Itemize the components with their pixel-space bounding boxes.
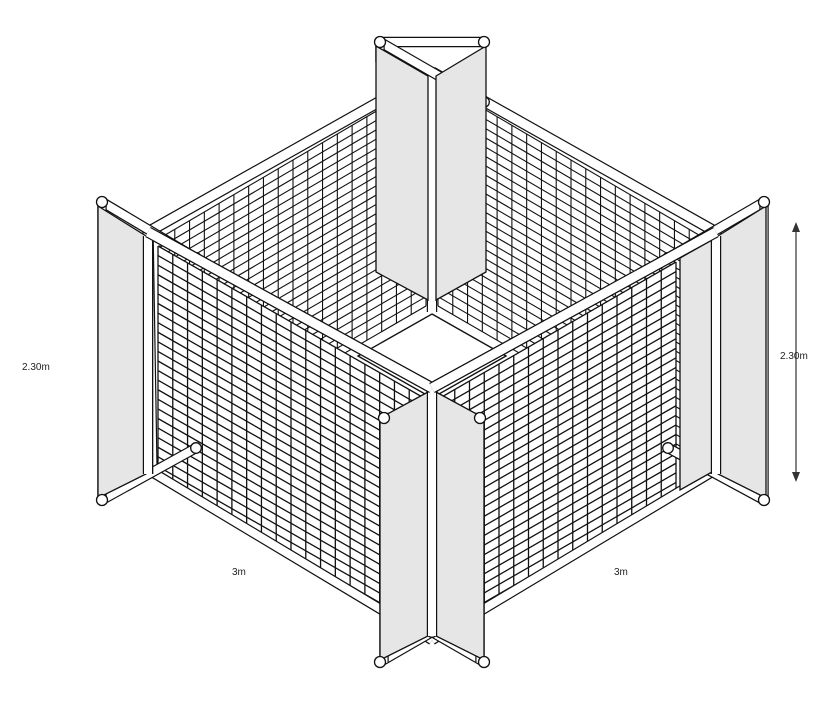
mesh-wire-horizontal <box>157 245 425 399</box>
arrow-up-icon <box>792 222 800 232</box>
mesh-wire-horizontal <box>157 283 425 437</box>
panel-front-left <box>379 390 429 662</box>
tube-end-cap <box>377 411 391 425</box>
top-rail-fr-top-body <box>429 228 719 392</box>
front-posts-overlay <box>95 35 771 669</box>
tube-end-cap <box>473 411 487 425</box>
tube-end-cap <box>373 35 387 49</box>
mesh-wire-horizontal <box>157 264 425 418</box>
panel-left <box>97 204 147 500</box>
mesh-wire-horizontal <box>439 261 677 399</box>
tube-end-cap <box>662 442 674 454</box>
corner-panels <box>97 44 767 662</box>
mesh-wire-horizontal <box>157 274 425 428</box>
right-inner-panel <box>679 238 713 492</box>
panel-back-left <box>375 44 429 302</box>
panel-right <box>717 204 767 500</box>
mesh-wire-horizontal <box>439 280 677 418</box>
tube-end-cap <box>373 655 387 669</box>
arrow-down-icon <box>792 472 800 482</box>
tube-end-cap <box>190 442 202 454</box>
top-rail-fr-top <box>429 227 719 393</box>
tube-end-cap <box>757 493 771 507</box>
dimension-arrows <box>792 222 800 482</box>
width-label-left: 3m <box>232 567 246 578</box>
panel-back-right <box>435 44 487 302</box>
mesh-wire-horizontal <box>439 290 677 428</box>
top-rail-fl-top-body <box>145 228 435 392</box>
tube-end-cap <box>477 35 491 49</box>
mesh-wire-horizontal <box>439 271 677 409</box>
tube-end-cap <box>477 655 491 669</box>
tube-end-cap <box>95 493 109 507</box>
panel-front-right <box>435 390 485 662</box>
mesh-wire-horizontal <box>157 255 425 409</box>
height-label-left: 2.30m <box>22 362 50 373</box>
width-label-right: 3m <box>614 567 628 578</box>
top-rail-fl-top <box>145 227 435 393</box>
tube-end-cap <box>95 195 109 209</box>
height-label-right: 2.30m <box>780 351 808 362</box>
tube-end-cap <box>757 195 771 209</box>
